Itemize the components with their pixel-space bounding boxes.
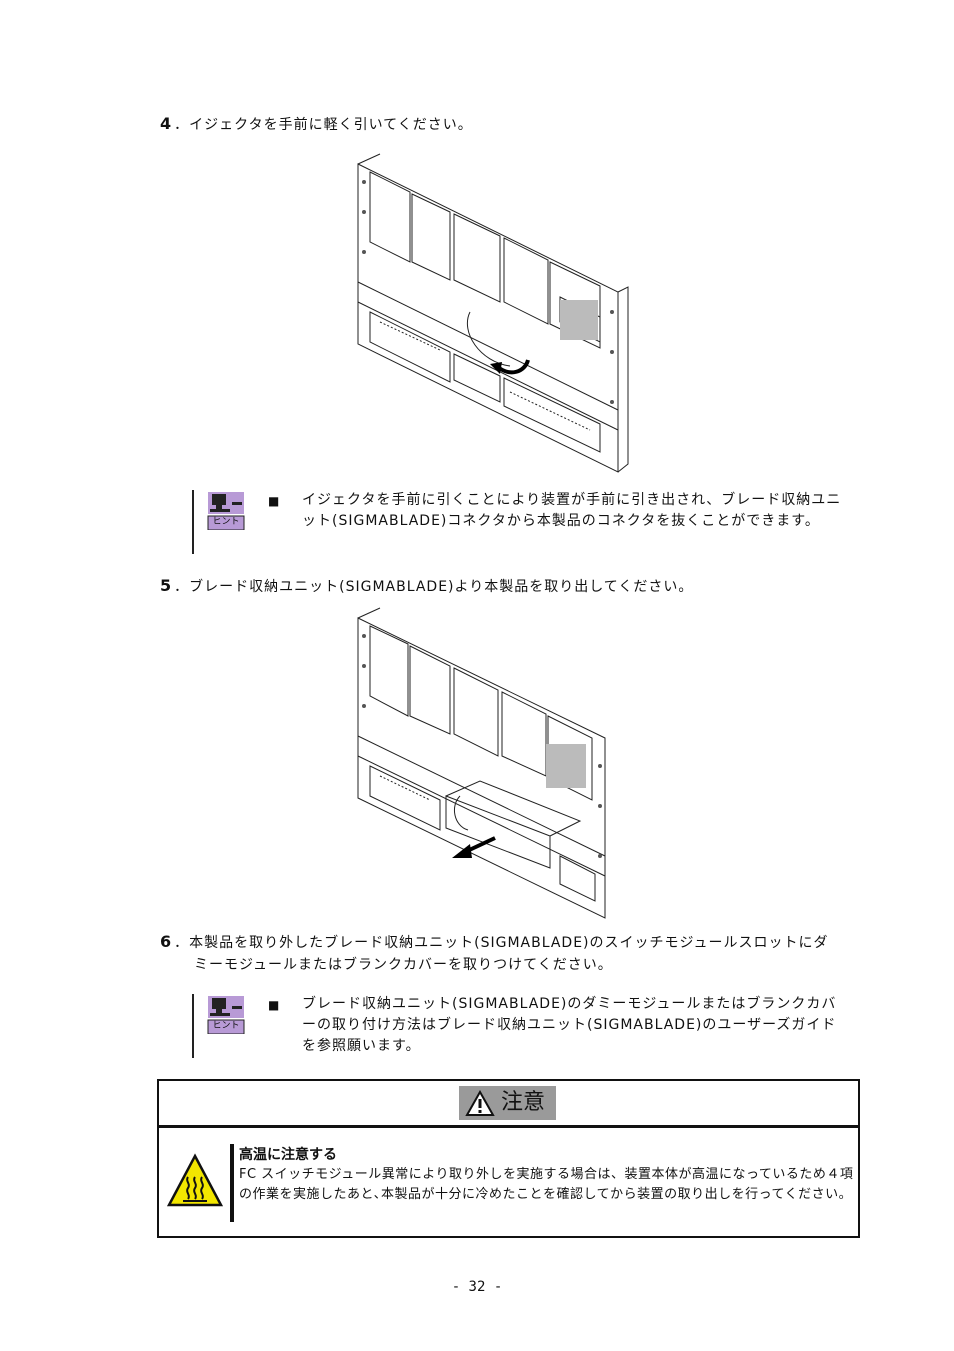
step-text-continued: ミーモジュールまたはブランクカバーを取りつけてください。: [194, 957, 613, 973]
hint-text: ブレード収納ユニット(SIGMABLADE)のダミーモジュールまたはブランクカバ…: [302, 996, 837, 1054]
hint-box-1: ヒント ■ イジェクタを手前に引くことにより装置が手前に引き出され、ブレード収納…: [192, 490, 852, 554]
hint-computer-icon: [207, 492, 245, 530]
hint-bar: [192, 490, 194, 554]
caution-side-bar: [230, 1144, 234, 1222]
caution-body: FC スイッチモジュール異常により取り外しを実施する場合は、装置本体が高温になっ…: [239, 1167, 854, 1202]
step-6: 6．本製品を取り外したブレード収納ユニット(SIGMABLADE)のスイッチモジ…: [160, 931, 829, 976]
hint-box-2: ヒント ■ ブレード収納ユニット(SIGMABLADE)のダミーモジュールまたは…: [192, 994, 852, 1058]
caution-box: 注意 高温に注意する FC スイッチモジュール異常により取り外しを実施する場合は…: [157, 1079, 860, 1238]
hint-bullet: ■: [268, 494, 280, 508]
hint-bullet: ■: [268, 998, 280, 1012]
hot-surface-icon: [167, 1153, 223, 1207]
step-5: 5．ブレード収納ユニット(SIGMABLADE)より本製品を取り出してください。: [160, 575, 693, 598]
step-text: ．本製品を取り外したブレード収納ユニット(SIGMABLADE)のスイッチモジュ…: [174, 935, 829, 951]
caution-header: 注意: [159, 1081, 858, 1127]
figure-remove-module: [357, 607, 606, 919]
step-number: 4: [160, 114, 173, 133]
hint-icon-label: ヒント: [212, 517, 240, 527]
caution-title: 注意: [501, 1090, 546, 1115]
step-text: ．イジェクタを手前に軽く引いてください。: [174, 117, 473, 133]
step-number: 5: [160, 576, 173, 595]
caution-title-badge: 注意: [459, 1086, 556, 1120]
figure-pull-ejector: [357, 153, 629, 473]
hint-text: イジェクタを手前に引くことにより装置が手前に引き出され、ブレード収納ユニット(S…: [302, 492, 842, 529]
page-number: - 32 -: [451, 1279, 503, 1295]
step-4: 4．イジェクタを手前に軽く引いてください。: [160, 113, 473, 136]
caution-header-rule: [159, 1127, 858, 1128]
caution-heading: 高温に注意する: [239, 1147, 337, 1163]
step-text: ．ブレード収納ユニット(SIGMABLADE)より本製品を取り出してください。: [174, 579, 694, 595]
hint-computer-icon: [207, 996, 245, 1034]
step-number: 6: [160, 932, 173, 951]
warning-triangle-icon: [465, 1090, 495, 1116]
hint-bar: [192, 994, 194, 1058]
hint-icon-label: ヒント: [212, 1021, 240, 1031]
